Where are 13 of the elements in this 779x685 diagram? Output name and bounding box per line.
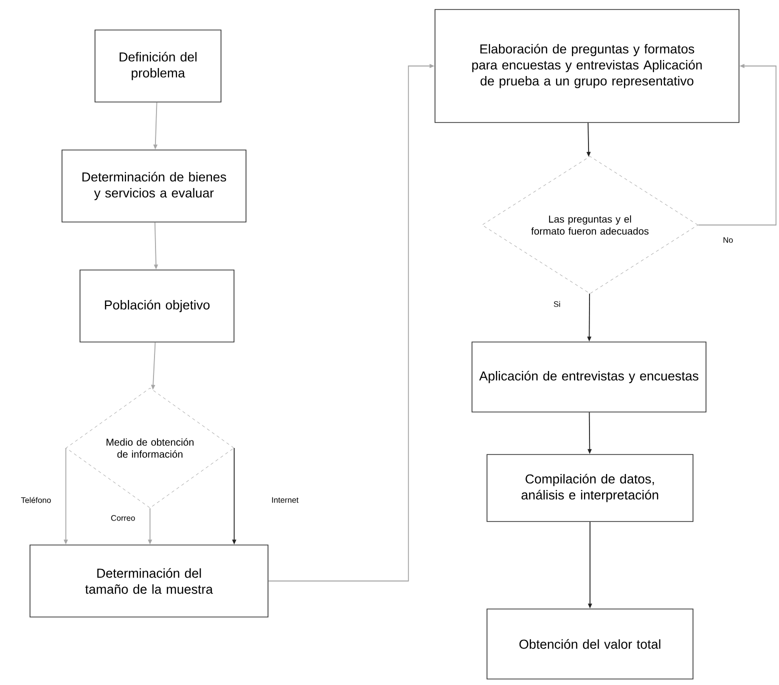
process-box: Obtención del valor total <box>486 608 694 680</box>
process-box: Determinación del tamaño de la muestra <box>30 544 268 618</box>
process-box: Definición del problema <box>94 30 222 102</box>
process-box: Compilación de datos, análisis e interpretación <box>486 454 694 522</box>
edge-label: Internet <box>270 496 300 504</box>
edge-label: Correo <box>110 514 136 522</box>
process-box: Aplicación de entrevistas y encuestas <box>472 342 706 412</box>
edge-label: Si <box>552 300 562 308</box>
process-box: Elaboración de preguntas y formatos para encuestas y entrevistas Aplicación de prueba a un grupo representativo <box>434 9 740 123</box>
process-box: Población objetivo <box>80 270 234 342</box>
process-box: Determinación de bienes y servicios a evaluar <box>62 150 246 222</box>
edge-label: Teléfono <box>20 496 52 504</box>
edge-label: No <box>722 236 734 244</box>
